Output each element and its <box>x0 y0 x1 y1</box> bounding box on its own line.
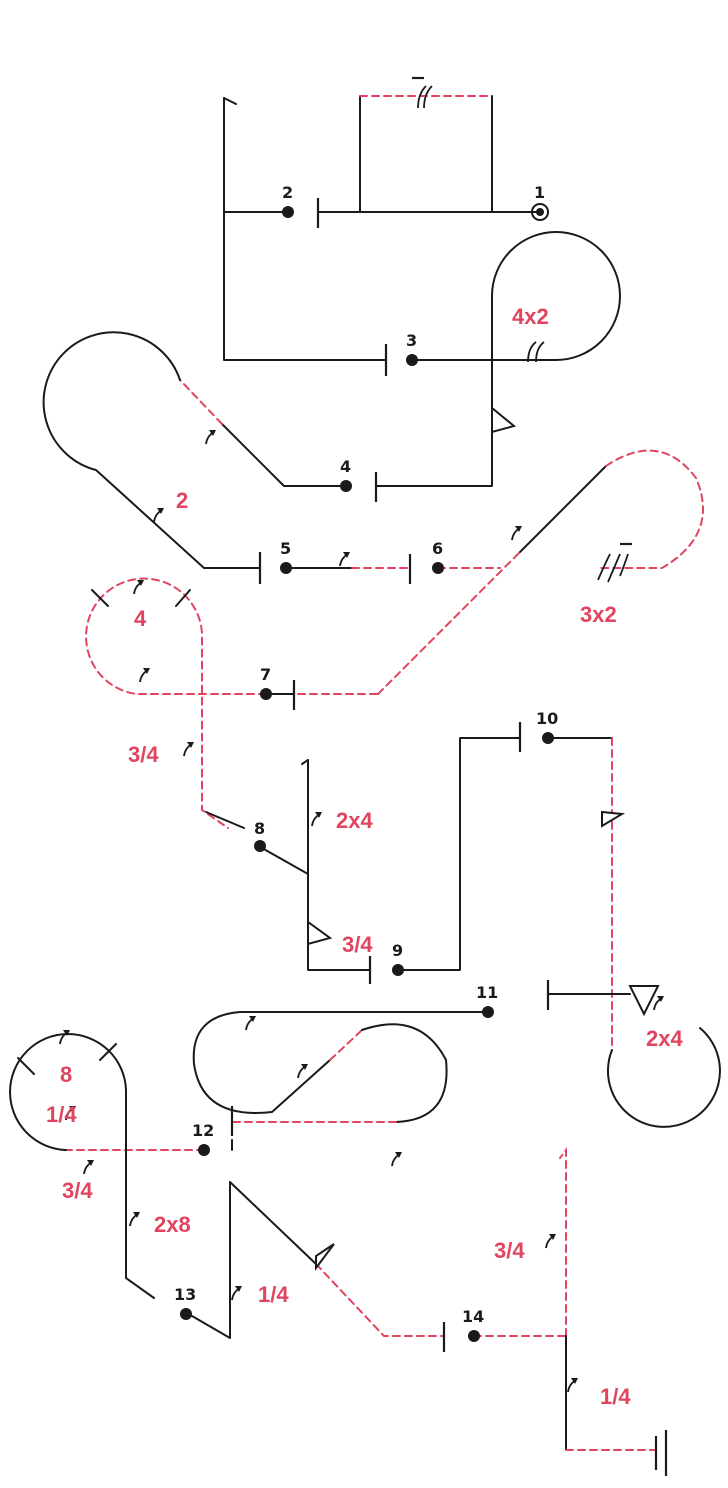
station-label: 8 <box>254 819 265 838</box>
station-label: 11 <box>476 983 498 1002</box>
rotation-arrow-icon <box>59 1029 71 1045</box>
station-label: 6 <box>432 539 443 558</box>
rotation-arrow-icon <box>183 741 195 757</box>
figure-1-top-loop <box>316 76 541 228</box>
station-label: 4 <box>340 457 351 476</box>
rotation-arrow-icon <box>231 1285 243 1301</box>
figure-3-loop <box>374 231 621 502</box>
station-label: 9 <box>392 941 403 960</box>
annotation-label: 3/4 <box>494 1238 525 1263</box>
start-dot-icon <box>280 562 292 574</box>
figure-6-loop-line <box>377 449 704 695</box>
annotation-label: 3/4 <box>128 742 159 767</box>
start-dot-icon <box>260 688 272 700</box>
figure-13-humpty <box>191 1181 446 1352</box>
rotation-arrow-icon <box>245 1015 257 1031</box>
annotation-label: 2x8 <box>154 1212 191 1237</box>
rotation-arrow-icon <box>567 1377 579 1393</box>
start-dot-icon <box>282 206 294 218</box>
snap-roll-flag-icon <box>601 810 626 828</box>
annotation-label: 2x4 <box>336 808 373 833</box>
annotation-label: 2x4 <box>646 1026 683 1051</box>
rotation-arrow-icon <box>83 1159 95 1175</box>
figure-7-loop <box>85 577 379 829</box>
station-label: 5 <box>280 539 291 558</box>
start-dot-icon <box>531 203 549 221</box>
annotation-label: 3/4 <box>342 932 373 957</box>
station-label: 14 <box>462 1307 484 1326</box>
figure-11-cuban-eight <box>192 1011 489 1167</box>
figure-10-spin <box>546 737 721 1128</box>
figure-9-climb <box>397 722 522 971</box>
figure-2-vertical <box>223 97 388 376</box>
snap-roll-flag-icon <box>315 1243 335 1271</box>
figure-8-vertical <box>205 759 372 984</box>
start-dot-icon <box>340 480 352 492</box>
start-dot-icon <box>468 1330 480 1342</box>
station-label: 1 <box>534 183 545 202</box>
spin-triangle-icon <box>628 985 660 1017</box>
rotation-arrow-icon <box>597 542 632 583</box>
start-dot-icon <box>180 1308 192 1320</box>
rotation-arrow-icon <box>391 1151 403 1167</box>
station-label: 3 <box>406 331 417 350</box>
figure-5-roll <box>285 551 412 584</box>
annotation-label: 1/4 <box>600 1384 631 1409</box>
figure-12-loop <box>9 1029 233 1299</box>
rotation-arrow-icon <box>153 507 165 523</box>
rotation-arrow-icon <box>297 1063 309 1079</box>
rotation-arrow-icon <box>412 76 433 109</box>
annotation-label: 8 <box>60 1062 72 1087</box>
annotation-label: 3/4 <box>62 1178 93 1203</box>
start-dot-icon <box>542 732 554 744</box>
annotation-label: 1/4 <box>258 1282 289 1307</box>
start-dot-icon <box>432 562 444 574</box>
annotation-label: 2 <box>176 488 188 513</box>
start-dot-icon <box>392 964 404 976</box>
snap-roll-flag-icon <box>491 405 517 434</box>
rotation-arrow-icon <box>139 667 151 683</box>
annotation-label: 3x2 <box>580 602 617 627</box>
station-label: 10 <box>536 709 558 728</box>
figure-14-final <box>473 1147 668 1476</box>
figure-4-teardrop <box>42 331 347 584</box>
start-dot-icon <box>254 840 266 852</box>
start-dot-icon <box>482 1006 494 1018</box>
start-dot-icon <box>406 354 418 366</box>
annotation-label: 4x2 <box>512 304 549 329</box>
annotation-label: 4 <box>134 606 147 631</box>
station-dots <box>180 203 554 1342</box>
figure-annotations: 4x2 2 4 3x2 3/4 2x4 3/4 2x4 8 1/4 3/4 2x… <box>46 304 683 1409</box>
rotation-arrow-icon <box>129 1211 141 1227</box>
rotation-arrow-icon <box>133 579 145 595</box>
snap-roll-flag-icon <box>307 920 333 946</box>
rotation-arrow-icon <box>527 341 545 363</box>
start-dot-icon <box>198 1144 210 1156</box>
rotation-arrow-icon <box>511 525 523 541</box>
rotation-arrow-icon <box>339 551 351 567</box>
annotation-label: 1/4 <box>46 1102 77 1127</box>
rotation-arrow-icon <box>205 429 217 445</box>
rotation-arrow-icon <box>653 995 665 1011</box>
station-label: 13 <box>174 1285 196 1304</box>
rotation-arrow-icon <box>311 811 323 827</box>
rotation-arrow-icon <box>545 1233 557 1249</box>
station-labels: 1 2 3 4 5 6 7 8 9 10 11 12 13 14 <box>174 183 558 1326</box>
station-label: 7 <box>260 665 271 684</box>
station-label: 2 <box>282 183 293 202</box>
station-label: 12 <box>192 1121 214 1140</box>
